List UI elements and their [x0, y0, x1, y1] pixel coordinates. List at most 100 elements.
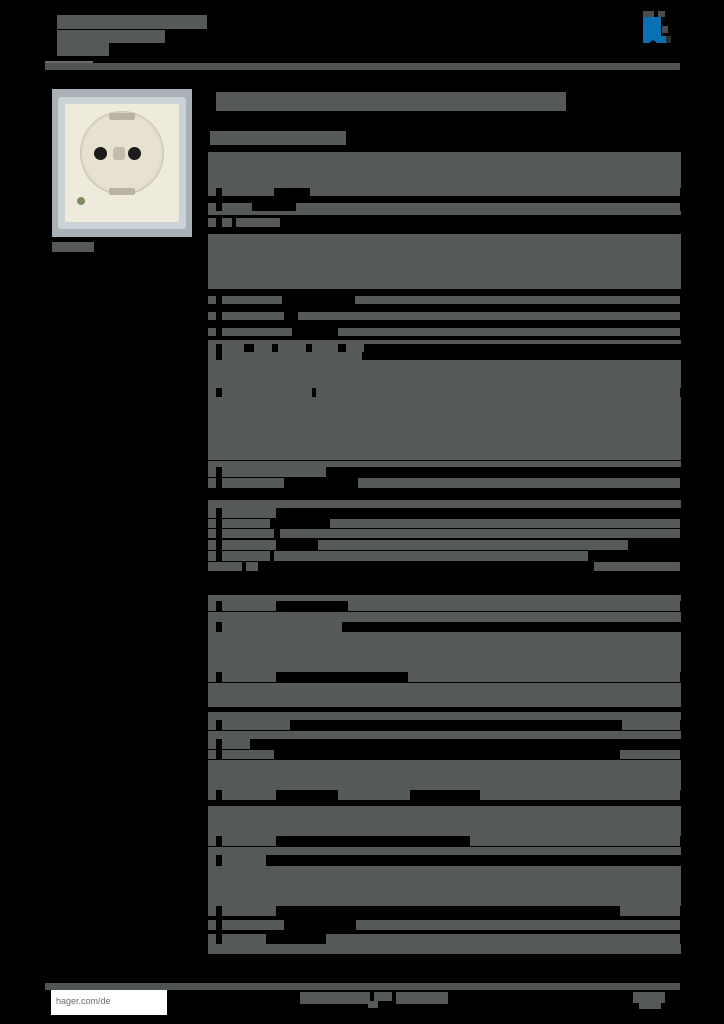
table-row: [208, 312, 681, 320]
table-row: [208, 612, 681, 622]
footer-center-text-b: [374, 992, 392, 1001]
row-value-cont: [298, 312, 680, 320]
row-value: [222, 720, 290, 730]
table-row: [208, 906, 681, 916]
row-value-cont: [620, 906, 680, 916]
row-value: [222, 836, 276, 846]
table-row: [208, 855, 681, 866]
earth-contact-top: [109, 113, 135, 120]
header-title-line-3: [57, 43, 109, 56]
row-value-cont: [358, 478, 680, 488]
table-row: [208, 934, 681, 944]
table-row: [208, 388, 681, 397]
table-row: [208, 211, 681, 215]
product-image: [52, 89, 192, 237]
socket-pin-hole-left: [94, 147, 107, 160]
table-row: [208, 551, 681, 561]
row-value-cont: [480, 790, 680, 800]
row-value: [222, 540, 276, 550]
row-value-cont: [408, 672, 680, 682]
row-label: [208, 934, 216, 944]
row-label: [208, 508, 216, 518]
table-row: [208, 478, 681, 488]
row-label: [208, 739, 216, 749]
table-row: [208, 218, 681, 227]
row-value: [222, 519, 270, 528]
footer-center-text-c: [396, 992, 448, 1004]
table-row: [208, 344, 681, 352]
table-row: [208, 683, 681, 707]
row-value: [222, 344, 244, 352]
row-label: [208, 562, 242, 571]
table-row: [208, 296, 681, 304]
row-value-cont: [318, 540, 628, 550]
table-row: [208, 188, 681, 196]
row-value: [222, 529, 274, 538]
row-value-b: [254, 344, 272, 352]
table-row: [208, 712, 681, 720]
footer-url-link[interactable]: hager.com/de: [56, 996, 111, 1006]
row-value: [222, 855, 266, 866]
table-row: [208, 243, 681, 289]
table-row: [208, 425, 681, 435]
footer-page-number-sub: [639, 1002, 661, 1009]
row-value: [222, 920, 284, 930]
table-row: [208, 328, 681, 336]
row-label: [208, 855, 216, 866]
hager-logo-icon: [641, 10, 683, 50]
table-row: [208, 866, 681, 906]
row-value-d: [312, 344, 338, 352]
row-value-cont: [326, 934, 680, 944]
row-value-cont: [622, 720, 680, 730]
row-label: [208, 672, 216, 682]
footer-page-number: [633, 992, 665, 1003]
row-label: [208, 388, 216, 397]
table-row: [208, 360, 681, 388]
table-row: [208, 672, 681, 682]
row-value: [222, 790, 276, 800]
row-value: [222, 508, 276, 518]
row-value: [222, 478, 284, 488]
table-row: [208, 720, 681, 730]
table-row: [208, 847, 681, 855]
row-value: [246, 562, 258, 571]
row-value: [222, 328, 292, 336]
table-row: [208, 508, 681, 518]
table-row: [208, 790, 681, 800]
row-label: [208, 551, 216, 561]
row-value: [222, 312, 284, 320]
table-row: [208, 750, 681, 759]
table-row: [208, 632, 681, 672]
row-value: [222, 218, 232, 227]
row-value-cont: [280, 529, 680, 538]
row-value-cont: [356, 920, 680, 930]
row-label: [208, 519, 216, 528]
page-title: [216, 92, 566, 111]
table-row: [208, 500, 681, 508]
table-row: [208, 944, 681, 954]
row-label: [208, 188, 216, 196]
socket-led-indicator: [77, 197, 85, 205]
row-value: [222, 425, 264, 435]
row-label: [208, 344, 216, 352]
row-value: [222, 296, 282, 304]
row-label: [208, 906, 216, 916]
row-value-cont: [296, 203, 680, 211]
footer-center-text-d: [368, 1001, 378, 1008]
row-value-c: [278, 344, 306, 352]
page-header: [0, 0, 724, 86]
row-value-cont: [310, 188, 680, 196]
table-row: [208, 203, 681, 211]
row-value: [222, 934, 266, 944]
table-row: [208, 529, 681, 538]
row-label: [208, 540, 216, 550]
table-row: [208, 152, 681, 158]
table-row: [208, 340, 681, 344]
header-divider: [45, 63, 680, 70]
row-value-cont: [348, 601, 680, 611]
page-subtitle: [210, 131, 346, 145]
footer-url-box[interactable]: hager.com/de: [51, 990, 167, 1015]
row-value: [222, 203, 252, 211]
